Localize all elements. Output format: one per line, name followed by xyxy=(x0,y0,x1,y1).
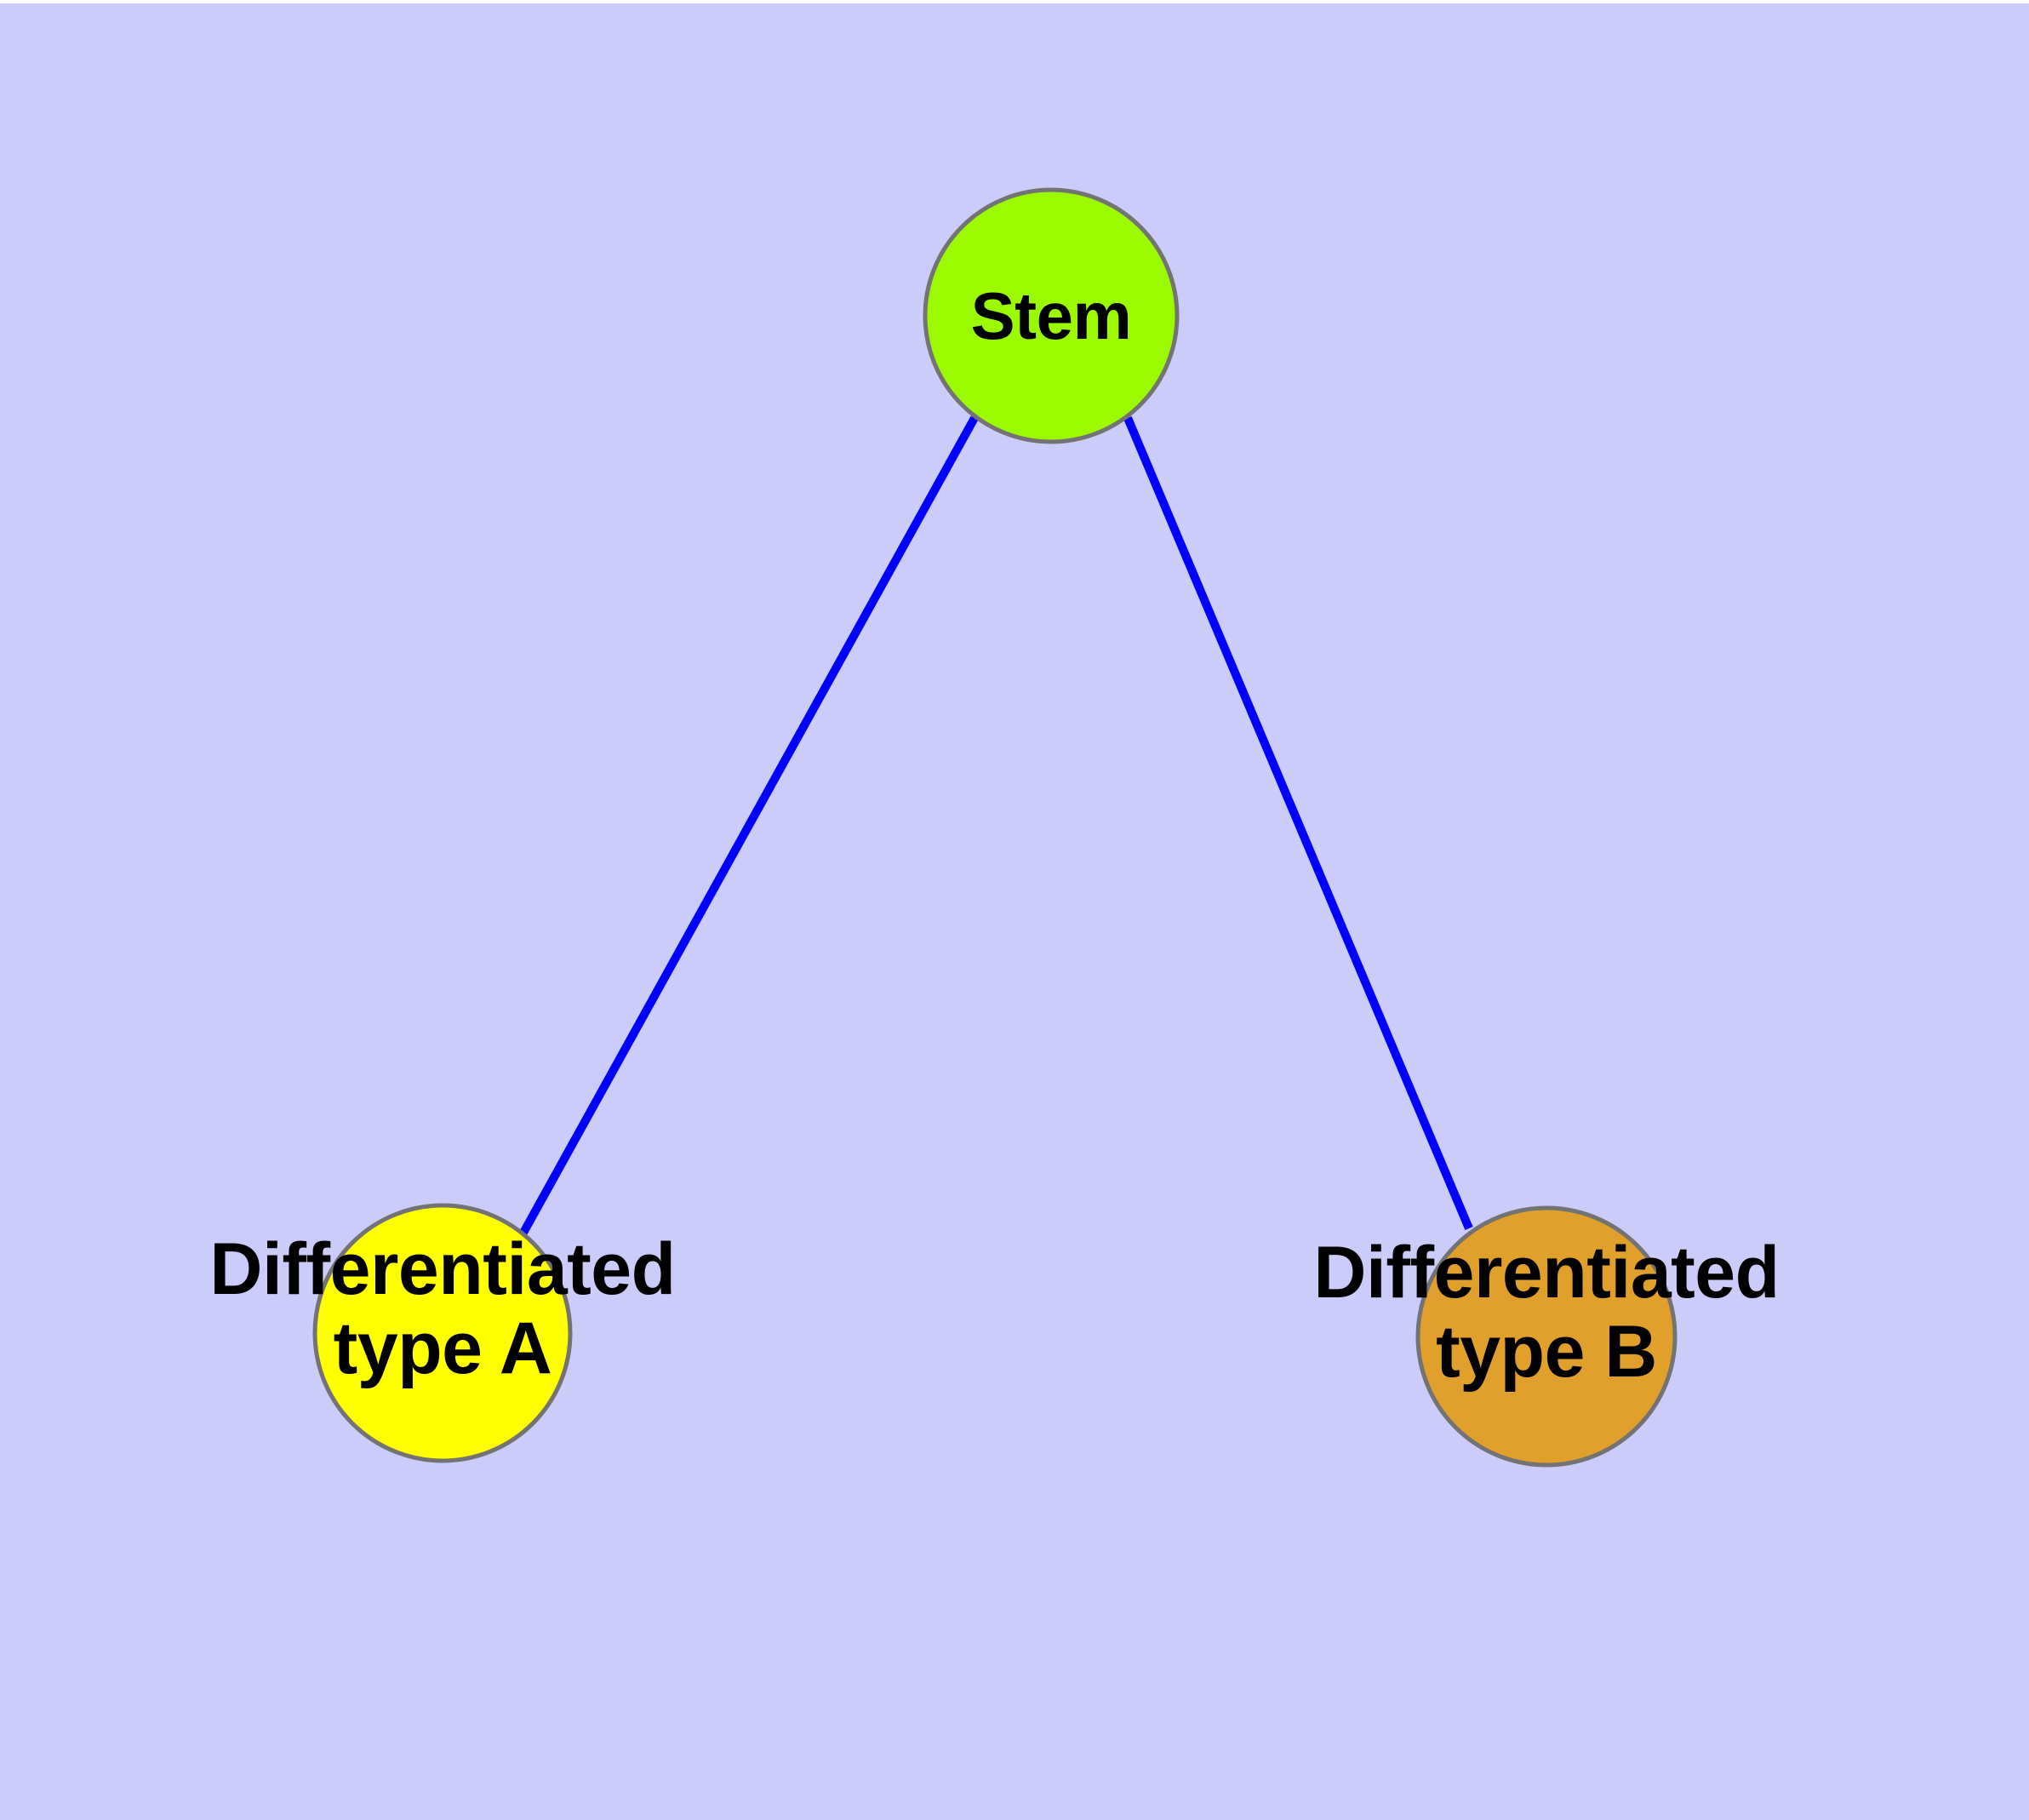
node-layer xyxy=(312,187,1677,1468)
node-stem[interactable] xyxy=(923,187,1180,444)
node-differentiated-type-a[interactable] xyxy=(312,1203,573,1463)
edge-stem-to-differentiated-type-b[interactable] xyxy=(1123,416,1473,1230)
edge-stem-to-differentiated-type-a[interactable] xyxy=(519,415,979,1235)
edge-layer xyxy=(519,415,1473,1235)
node-differentiated-type-b[interactable] xyxy=(1415,1205,1677,1468)
